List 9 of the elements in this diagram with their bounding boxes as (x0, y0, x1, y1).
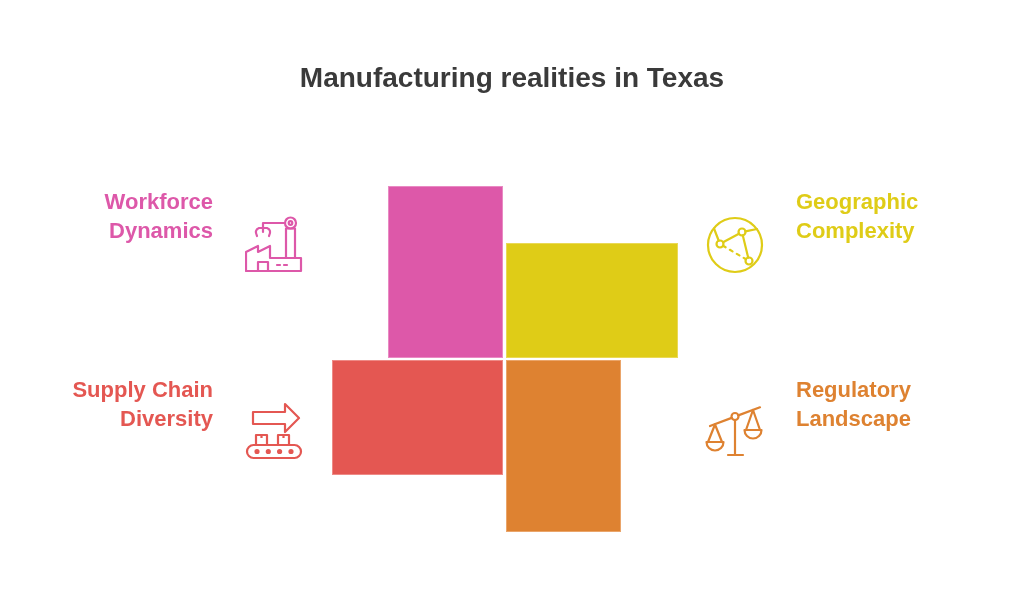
category-label: Regulatory Landscape (796, 376, 912, 433)
category-label: Geographic Complexity (796, 188, 920, 245)
colored-block (332, 360, 503, 475)
colored-block (506, 360, 621, 532)
diagram-title: Manufacturing realities in Texas (298, 61, 726, 95)
colored-block (506, 243, 678, 358)
category-label: Workforce Dynamics (103, 188, 213, 245)
colored-block (388, 186, 503, 358)
category-label: Supply Chain Diversity (71, 376, 213, 433)
